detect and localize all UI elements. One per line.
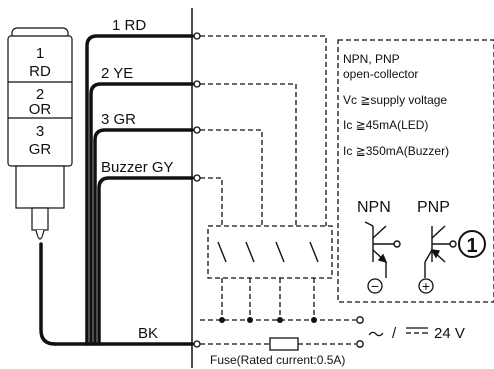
spec-line-5: Ic ≧350mA(Buzzer) — [343, 144, 449, 158]
reference-number: 1 — [466, 235, 477, 257]
dash-buzzer — [200, 177, 223, 226]
terminal-gr — [193, 126, 201, 134]
junction-dot — [247, 317, 253, 323]
tower-base — [15, 165, 65, 209]
tier-1-color: RD — [29, 63, 51, 80]
terminal-buzzer — [193, 174, 201, 182]
supply-ac-symbol: ～ — [368, 327, 384, 344]
switch-contacts — [217, 241, 319, 263]
spec-line-2: open-collector — [343, 67, 418, 81]
junction-dot — [219, 317, 225, 323]
switch-contact — [309, 241, 319, 263]
dash-ye — [200, 83, 297, 226]
fuse-label: Fuse(Rated current:0.5A) — [210, 353, 345, 367]
tier-3-number: 3 — [36, 123, 44, 140]
dash-rd — [200, 35, 327, 226]
spec-line-1: NPN, PNP — [343, 52, 400, 66]
spec-line-4: Ic ≧45mA(LED) — [343, 118, 428, 132]
pnp-terminal — [418, 278, 434, 294]
dash-gr — [200, 129, 263, 226]
reference-number-circle — [458, 230, 486, 258]
tier-2-color: OR — [29, 101, 52, 118]
dashed-control-lines — [200, 35, 494, 345]
terminal-bk — [193, 340, 201, 348]
wire-rd-run — [85, 34, 194, 346]
wire-rd — [39, 242, 57, 346]
wire-buzzer-run — [97, 176, 194, 346]
terminal-rd — [193, 32, 201, 40]
spec-text: NPN, PNP open-collector Vc ≧supply volta… — [343, 52, 449, 158]
spec-box — [337, 39, 494, 303]
wire-label-bk: BK — [138, 325, 158, 342]
pnp-label: PNP — [417, 199, 450, 216]
switch-contact — [245, 241, 255, 263]
supply-terminals — [356, 316, 364, 348]
wire-label-rd: 1 RD — [112, 17, 146, 34]
supply-terminal-bottom — [356, 340, 364, 348]
bus-junctions — [219, 317, 317, 323]
tier-2-number: 2 — [36, 86, 44, 103]
junction-dot — [311, 317, 317, 323]
wire-label-buzzer: Buzzer GY — [101, 159, 174, 176]
tower-cable-neck — [35, 229, 45, 240]
tower-pole — [31, 207, 49, 231]
supply-slash: / — [392, 325, 397, 342]
npn-label: NPN — [357, 199, 391, 216]
wire-ye-run — [89, 82, 194, 346]
npn-transistor-symbol — [364, 221, 401, 278]
pnp-terminal-sign: + — [422, 278, 430, 294]
supply-terminal-top — [356, 316, 364, 324]
wire-label-gr: 3 GR — [101, 111, 136, 128]
wire-bundle — [39, 34, 194, 346]
fuse-symbol — [269, 337, 299, 351]
switch-contact — [275, 241, 285, 263]
pnp-transistor-symbol — [424, 225, 457, 278]
terminal-ye — [193, 80, 201, 88]
supply-dc-symbol — [406, 327, 428, 334]
junction-dot — [277, 317, 283, 323]
signal-tower: 1 RD 2 OR 3 GR — [7, 27, 73, 240]
spec-line-3: Vc ≧supply voltage — [343, 93, 447, 107]
wire-gr-run — [93, 128, 194, 346]
tier-1-number: 1 — [36, 45, 44, 62]
tier-3-color: GR — [29, 141, 52, 158]
npn-terminal-sign: − — [371, 278, 379, 294]
switch-contact — [217, 241, 227, 263]
terminal-points — [193, 32, 201, 348]
wire-label-ye: 2 YE — [101, 65, 133, 82]
npn-terminal — [367, 278, 383, 294]
supply-voltage: 24 V — [434, 325, 465, 342]
